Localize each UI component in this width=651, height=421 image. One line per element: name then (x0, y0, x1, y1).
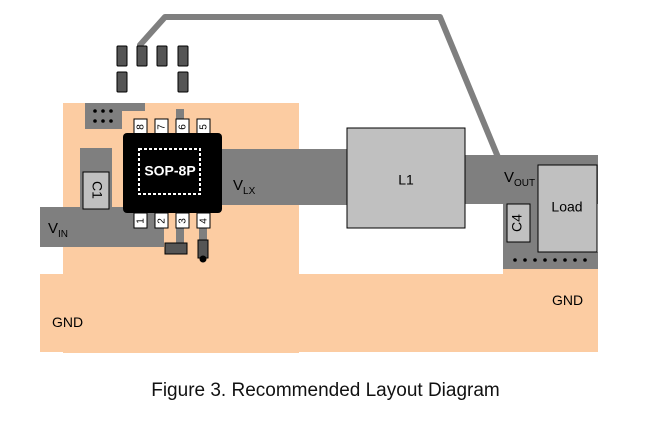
resistor-pads (116, 45, 189, 93)
load-block: Load (537, 164, 598, 253)
pin3-trace (176, 228, 184, 250)
l1-label: L1 (398, 172, 414, 188)
load-label: Load (551, 199, 582, 215)
ic-label: SOP-8P (144, 163, 195, 179)
vlx-sub: LX (243, 186, 256, 197)
capacitor-c4: C4 (506, 203, 531, 243)
vin-sub: IN (58, 229, 68, 240)
c1-label: C1 (89, 181, 105, 199)
inductor-l1: L1 (346, 127, 466, 229)
vout-main: V (504, 169, 514, 186)
top-pad-link (120, 103, 145, 111)
figure-caption: Figure 3. Recommended Layout Diagram (151, 380, 500, 401)
gnd-left-label: GND (52, 314, 83, 330)
top-pad-block (85, 103, 122, 129)
ic-sop8p: SOP-8P (123, 133, 222, 213)
pin-2-label: 2 (157, 218, 168, 224)
capacitor-c1: C1 (80, 148, 112, 211)
pin-6-label: 6 (178, 124, 189, 130)
pin-5-label: 5 (199, 124, 210, 130)
vlx-label: VLX (233, 177, 256, 197)
gnd-strip-right (503, 252, 598, 269)
vout-sub: OUT (514, 178, 535, 189)
vout-label: VOUT (504, 169, 535, 189)
vin-label: VIN (48, 220, 68, 240)
c4-label: C4 (509, 214, 525, 232)
ic-pin-labels: 8 7 6 5 1 2 3 4 (136, 124, 210, 224)
pin-1-label: 1 (136, 218, 147, 224)
pin-3-label: 3 (178, 218, 189, 224)
vlx-main: V (233, 177, 243, 194)
gnd-right-label: GND (552, 292, 583, 308)
pin-8-label: 8 (136, 124, 147, 130)
pin-4-label: 4 (199, 218, 210, 224)
vin-main: V (48, 220, 58, 237)
vlx-trace (222, 149, 348, 205)
bottom-parts (164, 239, 209, 263)
pin-7-label: 7 (157, 124, 168, 130)
